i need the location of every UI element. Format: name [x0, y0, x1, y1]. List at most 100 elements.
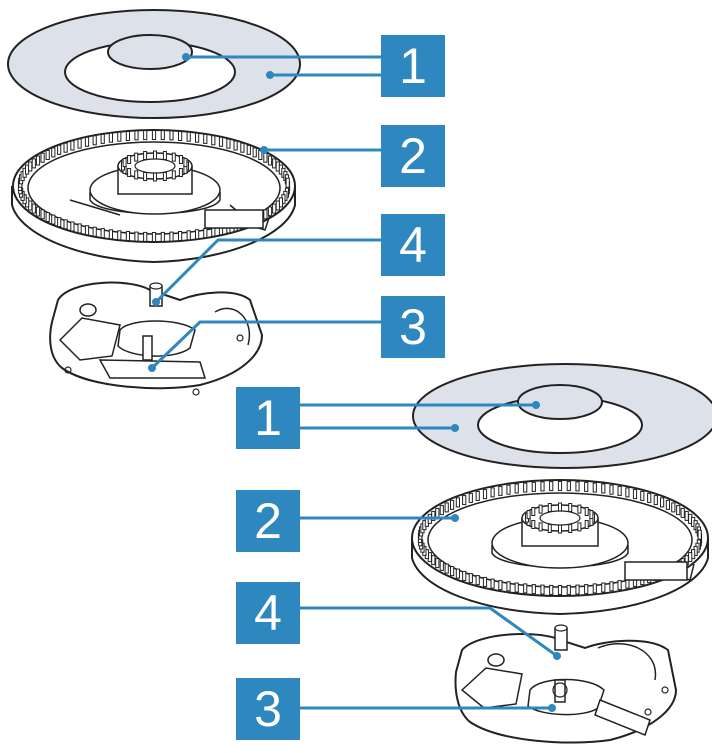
- ring-tooth: [609, 484, 614, 495]
- ring-tooth: [267, 206, 273, 217]
- ring-tooth: [57, 217, 62, 228]
- ring-tooth: [122, 158, 127, 168]
- ring-tooth: [218, 136, 224, 147]
- ring-tooth: [490, 578, 495, 589]
- ring-tooth: [162, 151, 167, 160]
- ring-tooth: [178, 131, 183, 141]
- right-callout-2: 2: [236, 490, 300, 552]
- ring-tooth: [153, 150, 157, 160]
- ring-tooth: [160, 130, 165, 141]
- ring-tooth: [31, 203, 36, 214]
- right-callout-1: 1: [236, 387, 300, 449]
- ring-tooth: [450, 499, 455, 510]
- ring-tooth: [28, 161, 33, 172]
- left-burner-cap: [7, 9, 301, 119]
- ring-tooth: [549, 481, 554, 492]
- ring-tooth: [100, 228, 105, 239]
- ring-tooth: [625, 487, 630, 498]
- ring-tooth: [108, 229, 114, 240]
- ring-tooth: [482, 576, 488, 587]
- ring-tooth: [134, 152, 139, 162]
- ring-tooth: [498, 485, 503, 496]
- right-burner-ring: [411, 479, 709, 616]
- ring-tooth: [40, 152, 45, 163]
- ring-tooth: [660, 497, 665, 508]
- ring-tooth: [444, 563, 449, 574]
- ring-tooth: [195, 229, 200, 240]
- ring-tooth: [92, 226, 97, 237]
- ring-tooth: [57, 144, 62, 155]
- ring-tooth: [151, 130, 157, 140]
- ring-tooth: [617, 580, 622, 591]
- ring-tooth: [584, 481, 589, 492]
- ring-tooth: [125, 231, 131, 241]
- right-callout-3: 3: [236, 678, 300, 740]
- ring-tooth: [439, 560, 444, 571]
- ring-tooth: [557, 481, 563, 491]
- ring-tooth: [35, 155, 41, 166]
- ring-tooth: [647, 492, 652, 503]
- right-hub-teeth: [525, 502, 595, 534]
- ring-tooth: [665, 499, 670, 510]
- ring-tooth: [203, 228, 208, 239]
- ring-tooth: [688, 552, 693, 563]
- ring-tooth: [558, 524, 562, 534]
- ring-tooth: [455, 568, 460, 579]
- ring-tooth: [203, 133, 208, 144]
- ring-tooth: [226, 138, 231, 149]
- ring-tooth: [162, 172, 167, 181]
- ring-tooth: [285, 177, 290, 188]
- ring-tooth: [523, 583, 528, 594]
- ring-tooth: [549, 584, 554, 595]
- ring-tooth: [100, 133, 105, 144]
- ring-tooth: [77, 223, 82, 234]
- ring-tooth: [547, 524, 552, 533]
- ring-tooth: [160, 231, 165, 242]
- ring-tooth: [125, 131, 131, 141]
- ring-tooth: [523, 482, 528, 493]
- ring-tooth: [609, 581, 614, 592]
- left-leader-lines: [150, 55, 381, 370]
- ring-tooth: [143, 130, 148, 141]
- ring-tooth: [240, 142, 245, 153]
- left-callout-1: 1: [381, 35, 445, 97]
- ring-tooth: [186, 131, 191, 142]
- ring-tooth: [143, 231, 148, 242]
- ring-tooth: [127, 168, 132, 177]
- ring-tooth: [151, 232, 157, 242]
- ring-tooth: [275, 200, 280, 211]
- ring-tooth: [252, 147, 257, 158]
- ring-tooth: [640, 490, 645, 501]
- ring-tooth: [531, 584, 536, 595]
- ring-tooth: [272, 158, 277, 169]
- ring-tooth: [514, 582, 519, 593]
- right-leader-dots: [451, 401, 561, 712]
- ring-tooth: [233, 140, 238, 151]
- ring-tooth: [558, 502, 562, 512]
- ring-tooth: [108, 132, 114, 143]
- right-ring-teeth: [417, 481, 703, 595]
- ring-tooth: [45, 150, 50, 160]
- ring-tooth: [267, 155, 273, 166]
- ring-tooth: [195, 132, 200, 143]
- ring-tooth: [45, 212, 50, 222]
- ring-tooth: [63, 142, 68, 153]
- ring-tooth: [272, 203, 277, 214]
- ring-tooth: [531, 520, 536, 529]
- ring-tooth: [211, 135, 216, 146]
- ring-tooth: [117, 131, 122, 142]
- ring-tooth: [134, 170, 139, 180]
- ring-tooth: [178, 231, 183, 241]
- ring-tooth: [171, 152, 176, 162]
- ring-tooth: [31, 158, 36, 169]
- ring-tooth: [676, 505, 681, 516]
- ring-tooth: [178, 155, 183, 164]
- ring-tooth: [601, 483, 606, 494]
- ring-tooth: [117, 230, 122, 241]
- ring-tooth: [568, 524, 573, 533]
- ring-tooth: [514, 483, 519, 494]
- ring-tooth: [566, 481, 571, 492]
- ring-tooth: [506, 484, 511, 495]
